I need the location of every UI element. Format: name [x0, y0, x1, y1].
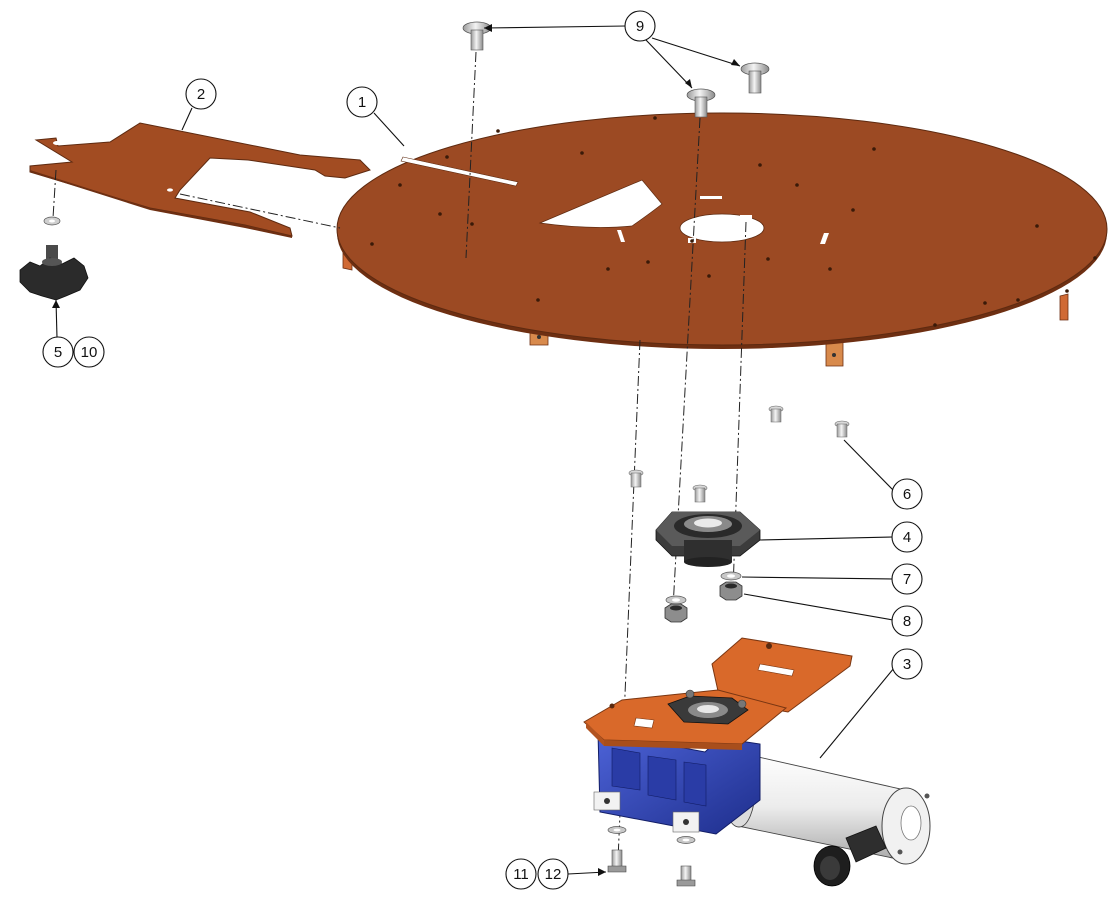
callout-1: 1 — [346, 86, 378, 118]
part-2-bracket-arm — [29, 122, 371, 238]
callout-6: 6 — [891, 478, 923, 510]
callout-12-label: 12 — [545, 866, 562, 883]
callout-8-label: 8 — [903, 613, 911, 630]
part-9-carriage-bolt-1 — [462, 21, 492, 51]
callout-10-label: 10 — [81, 344, 98, 361]
part-6-rivet-nuts — [628, 405, 850, 503]
part-1-turntable-plate — [336, 112, 1108, 367]
part-7-washer — [720, 571, 742, 581]
callout-9-label: 9 — [636, 18, 644, 35]
part-8-lock-nut — [719, 581, 743, 601]
callout-2: 2 — [185, 78, 217, 110]
callout-4: 4 — [891, 521, 923, 553]
callout-7: 7 — [891, 563, 923, 595]
callout-5: 5 — [42, 336, 74, 368]
part-3-gear-motor — [583, 637, 931, 887]
callout-11: 11 — [505, 858, 537, 890]
part-9-carriage-bolt-2 — [740, 62, 770, 94]
part-11-12-bolt-and-washer-2 — [676, 836, 696, 887]
callout-8: 8 — [891, 605, 923, 637]
callout-12: 12 — [537, 858, 569, 890]
part-9-carriage-bolt-3 — [686, 88, 716, 118]
callout-6-label: 6 — [903, 486, 911, 503]
part-7-washer-2 — [665, 595, 687, 605]
part-11-12-bolt-and-washer-1 — [607, 826, 627, 873]
callout-1-label: 1 — [358, 94, 366, 111]
callout-11-label: 11 — [513, 866, 529, 883]
callout-5-label: 5 — [54, 344, 62, 361]
part-5-10-knob-and-washer — [19, 216, 89, 301]
leader-arrowheads — [52, 24, 740, 876]
part-4-flange-bearing — [655, 511, 761, 567]
callout-10: 10 — [73, 336, 105, 368]
callout-4-label: 4 — [903, 529, 911, 546]
part-8-lock-nut-2 — [664, 603, 688, 623]
callout-3-label: 3 — [903, 656, 911, 673]
callout-2-label: 2 — [197, 86, 205, 103]
callout-7-label: 7 — [903, 571, 911, 588]
callout-3: 3 — [891, 648, 923, 680]
callout-9: 9 — [624, 10, 656, 42]
